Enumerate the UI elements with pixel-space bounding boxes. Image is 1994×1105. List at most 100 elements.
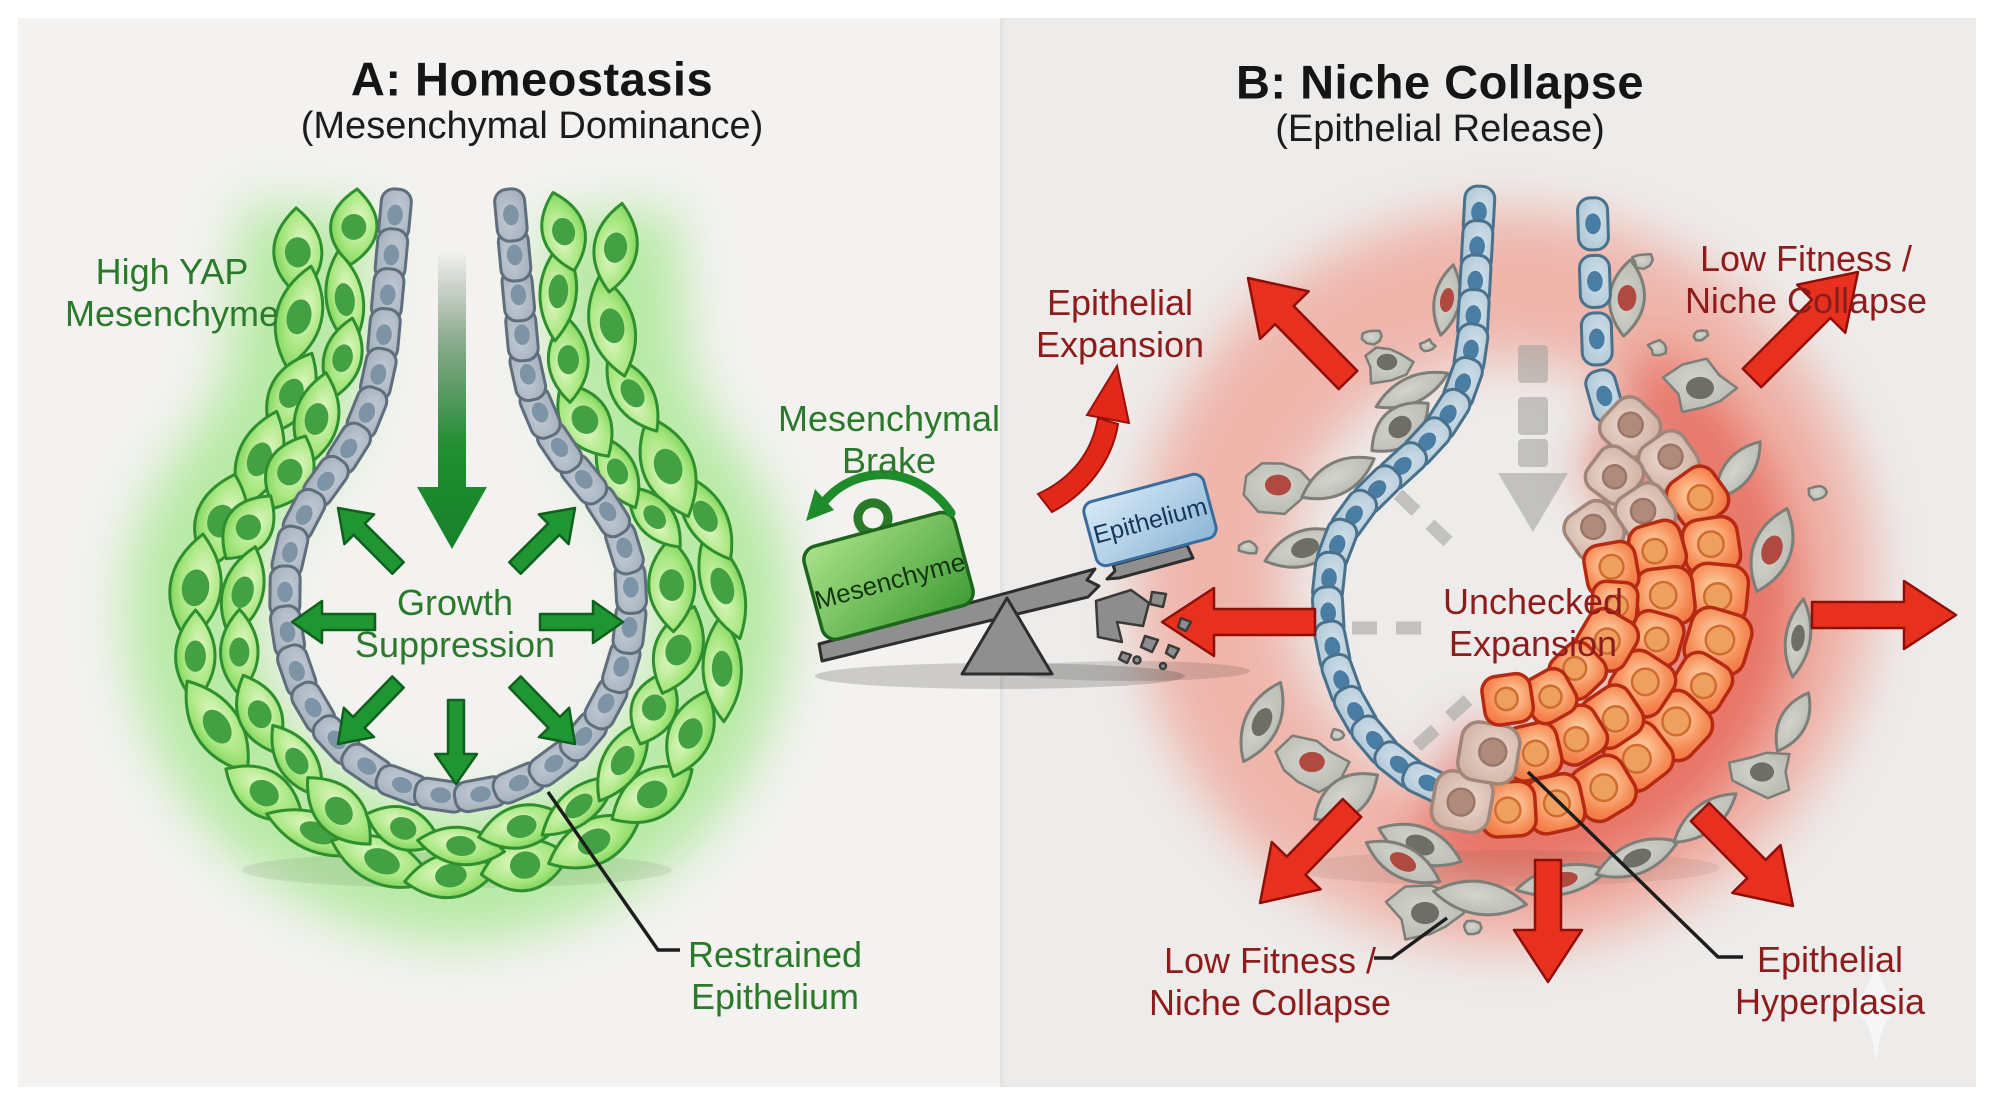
debris-shadow — [1010, 661, 1250, 681]
high-yap-line1: High YAP — [95, 250, 249, 292]
low-fitness-tr-line1: Low Fitness / — [1699, 237, 1913, 279]
faded-dash-remnant — [1401, 695, 1473, 761]
growth-suppression-arrow-icon — [508, 675, 577, 746]
mesenchyme-weight: Mesenchyme — [802, 498, 975, 642]
cell-fragment — [1462, 919, 1483, 936]
restrained-epithelium-callout-line — [546, 791, 680, 952]
mesenchyme-cell — [665, 689, 716, 778]
dying-mesenchyme-cell — [1714, 440, 1762, 500]
panel-b-crypt — [1237, 184, 1829, 941]
mesenchyme-cell — [219, 607, 260, 697]
growth-suppression-arrows — [290, 250, 625, 786]
mesenchyme-cell — [652, 605, 705, 695]
expansion-arrow-icon — [1689, 801, 1795, 908]
high-yap-line2: Mesenchyme — [64, 293, 280, 334]
epithelial-cell — [1577, 253, 1612, 309]
dying-mesenchyme-cell — [1242, 462, 1316, 516]
mesenchymal-pressure-arrow-icon — [417, 250, 487, 549]
cell-fragment — [1807, 484, 1829, 502]
dying-mesenchyme-cell — [1727, 751, 1791, 800]
growth-suppression-arrow-icon — [538, 599, 625, 645]
cell-fragment — [1630, 252, 1655, 271]
dying-mesenchyme-cell — [1749, 507, 1795, 593]
mesenchyme-cell — [477, 803, 567, 850]
mesenchyme-cell — [306, 776, 372, 846]
hyperplastic-cell — [1429, 769, 1495, 835]
expansion-arrow-icon — [1160, 586, 1317, 658]
panel-a-subtitle: (Mesenchymal Dominance) — [300, 104, 764, 147]
epithelial-cell — [268, 564, 302, 620]
growth-suppression-arrow-icon — [336, 506, 405, 575]
panel-a-crypt — [168, 187, 748, 900]
cell-fragment — [1329, 727, 1346, 742]
growth-suppression-arrow-icon — [290, 599, 377, 645]
hyperplasia-line2: Hyperplasia — [1734, 981, 1926, 1022]
epithelial-cell — [500, 267, 537, 323]
epithelial-cell — [493, 187, 529, 243]
mesenchyme-cell — [592, 201, 639, 294]
low-fitness-tr-line2: Niche Collapse — [1684, 280, 1928, 321]
dying-mesenchyme-cell — [1432, 263, 1462, 337]
dying-mesenchyme-cell — [1661, 357, 1739, 414]
low-fitness-bl-line2: Niche Collapse — [1148, 982, 1392, 1023]
low-fitness-callout-line — [1374, 916, 1449, 960]
expansion-arrow-icon — [1258, 797, 1363, 905]
low-fitness-bl-line1: Low Fitness / — [1163, 939, 1377, 981]
high-yap-mesenchyme-label: High YAP Mesenchyme — [65, 251, 279, 335]
epithelial-cell — [1576, 196, 1610, 252]
dying-mesenchyme-cell — [1432, 879, 1528, 917]
growth-suppression-arrow-icon — [433, 698, 479, 786]
unchecked-expansion-arrows — [1160, 270, 1958, 984]
growth-suppression-arrow-icon — [336, 675, 405, 746]
hyperplastic-cell — [1480, 671, 1536, 727]
cell-fragment — [1237, 539, 1259, 555]
expansion-line1: Epithelial — [1046, 281, 1194, 323]
brake-line1: Mesenchymal — [777, 397, 1001, 439]
hyperplasia-callout-line — [1526, 770, 1743, 959]
hyperplastic-cell — [1664, 464, 1731, 531]
faded-dash-remnant — [1393, 489, 1463, 556]
balance-scale: Mesenchyme Epithelium — [802, 363, 1250, 689]
growth-suppression-label: Growth Suppression — [355, 582, 555, 666]
dying-mesenchyme-cell — [1594, 837, 1680, 879]
expansion-arrow-icon — [1512, 858, 1584, 984]
mesenchyme-cell — [647, 536, 697, 634]
unchecked-expansion-label: Unchecked Expansion — [1443, 581, 1623, 665]
dying-mesenchyme-cell — [1608, 258, 1646, 338]
restrained-line2: Epithelium — [690, 976, 860, 1017]
panel-b-subtitle: (Epithelial Release) — [1275, 107, 1605, 150]
unchecked-line1: Unchecked — [1442, 580, 1624, 622]
dying-mesenchyme-cell — [1774, 691, 1812, 753]
beam-debris — [1094, 588, 1193, 671]
faded-suppression-arrow-icon — [1498, 345, 1568, 532]
mesenchyme-cell — [596, 718, 650, 803]
panel-b-title: B: Niche Collapse — [1235, 55, 1645, 109]
expansion-swoosh-head-icon — [1085, 363, 1131, 425]
mesenchyme-cell — [168, 532, 223, 644]
sparkle-watermark-icon — [1839, 950, 1913, 1062]
brake-arrowhead-icon — [806, 489, 834, 521]
epithelium-box: Epithelium — [1082, 472, 1218, 568]
expansion-arrow-icon — [1741, 270, 1860, 389]
callout-lines — [546, 770, 1743, 960]
hyperplastic-cell — [1680, 514, 1743, 577]
seesaw-beam — [817, 567, 1101, 663]
cell-fragment — [1418, 337, 1437, 353]
expansion-arrow-icon — [1810, 579, 1958, 651]
dying-mesenchyme-cell — [1783, 597, 1813, 679]
seesaw-fulcrum — [960, 596, 1054, 676]
dying-mesenchyme-cell — [1364, 839, 1442, 885]
mesenchyme-cell — [587, 273, 638, 378]
expansion-swoosh-icon — [1036, 416, 1120, 514]
expansion-line2: Expansion — [1035, 324, 1205, 365]
dying-mesenchyme-cell — [1300, 455, 1376, 501]
cell-fragment — [1646, 338, 1668, 357]
expansion-arrow-icon — [1246, 276, 1359, 391]
panel-a-title: A: Homeostasis — [350, 52, 714, 106]
low-fitness-top-right-label: Low Fitness / Niche Collapse — [1685, 238, 1927, 322]
dying-mesenchyme-cell — [1364, 346, 1415, 385]
seesaw-shadow — [815, 663, 1185, 689]
growth-suppression-arrow-icon — [508, 506, 577, 575]
